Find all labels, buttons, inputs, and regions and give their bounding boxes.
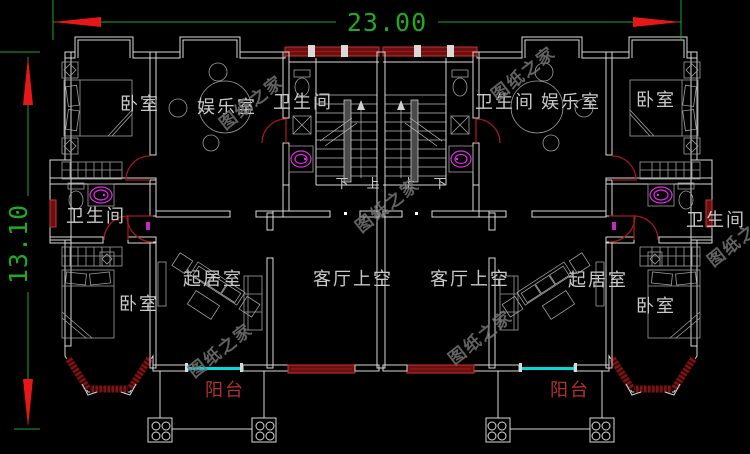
dimension-vertical: 13.10 — [0, 51, 40, 430]
room-label-balcony-right: 阳台 — [550, 380, 590, 401]
dim-arrow-bottom — [23, 379, 33, 427]
dim-arrow-left — [53, 17, 101, 27]
stair-label-up-left: 上 — [366, 177, 379, 192]
room-label-bedroom-bottom-right: 卧室 — [636, 296, 676, 317]
room-label-balcony-left: 阳台 — [205, 380, 245, 401]
room-label-bathroom-stair-left: 卫生间 — [273, 92, 333, 113]
dim-arrow-top — [23, 57, 33, 105]
room-label-bedroom-bottom-left: 卧室 — [119, 294, 159, 315]
dimension-horizontal: 23.00 — [52, 0, 682, 40]
room-label-living-left: 起居室 — [183, 269, 243, 290]
watermark-text: 图纸之家 — [184, 319, 257, 382]
room-label-living-right: 起居室 — [568, 270, 628, 291]
room-label-bathroom-outer-left: 卫生间 — [66, 206, 126, 227]
stair-label-up-right: 上 — [402, 177, 415, 192]
room-label-living-void-left: 客厅上空 — [313, 269, 393, 290]
room-label-entertainment-left: 娱乐室 — [197, 97, 257, 118]
room-label-entertainment-right: 娱乐室 — [541, 92, 601, 113]
stair-label-down-left: 下 — [335, 177, 348, 192]
watermark-text: 图纸之家 — [351, 174, 424, 237]
room-label-bathroom-outer-right: 卫生间 — [686, 210, 746, 231]
room-label-bedroom-top-right: 卧室 — [636, 90, 676, 111]
room-label-bedroom-top-left: 卧室 — [120, 94, 160, 115]
room-label-living-void-right: 客厅上空 — [430, 269, 510, 290]
dimension-width-label: 23.00 — [347, 8, 427, 37]
room-label-bathroom-stair-right: 卫生间 — [475, 92, 535, 113]
party-wall — [376, 51, 386, 369]
watermark-text: 图纸之家 — [444, 306, 517, 369]
stair-label-down-right: 下 — [433, 177, 446, 192]
dimension-height-label: 13.10 — [4, 204, 33, 284]
dim-arrow-right — [633, 17, 681, 27]
